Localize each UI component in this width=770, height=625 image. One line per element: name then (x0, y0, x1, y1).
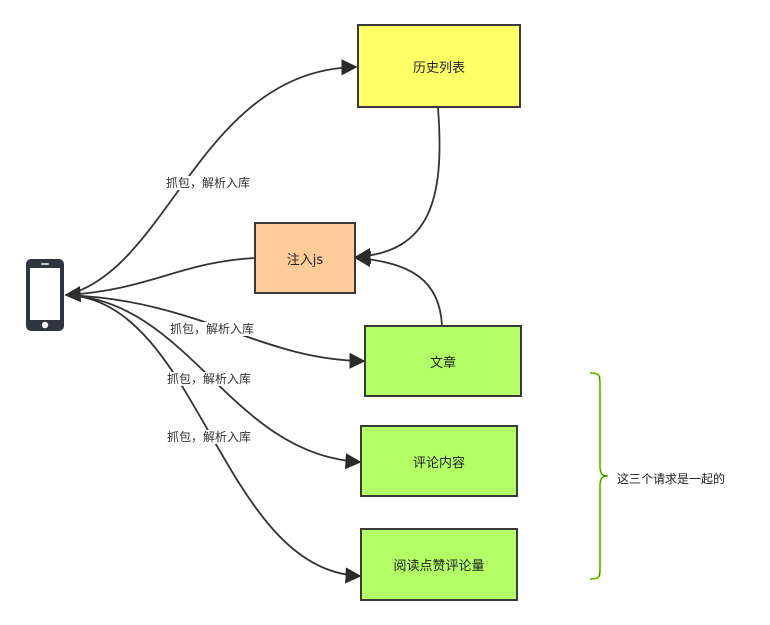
node-history-list-label: 历史列表 (412, 60, 465, 76)
edge-history-to-injectjs (354, 107, 441, 265)
node-article: 文章 (364, 325, 522, 397)
node-read-like-comment-count: 阅读点赞评论量 (360, 528, 518, 601)
edge-label-history: 抓包，解析入库 (166, 176, 251, 190)
node-article-label: 文章 (429, 355, 456, 371)
edge-label-stats: 抓包，解析入库 (167, 430, 252, 444)
node-read-like-comment-count-label: 阅读点赞评论量 (393, 559, 485, 574)
curly-brace-outline (589, 372, 609, 580)
node-inject-js-label: 注入js (286, 252, 324, 268)
smartphone-icon (26, 259, 64, 331)
node-inject-js: 注入js (254, 222, 356, 294)
edge-article-to-injectjs (354, 251, 443, 327)
node-comments: 评论内容 (360, 425, 518, 497)
edge-injectjs-to-phone (64, 257, 256, 303)
edge-phone-to-history (65, 59, 358, 296)
same-request-note: 这三个请求是一起的 (617, 472, 726, 486)
node-history-list: 历史列表 (357, 24, 521, 108)
edge-label-article: 抓包，解析入库 (170, 322, 255, 336)
edge-label-comments: 抓包，解析入库 (167, 372, 252, 386)
node-comments-label: 评论内容 (412, 455, 465, 471)
